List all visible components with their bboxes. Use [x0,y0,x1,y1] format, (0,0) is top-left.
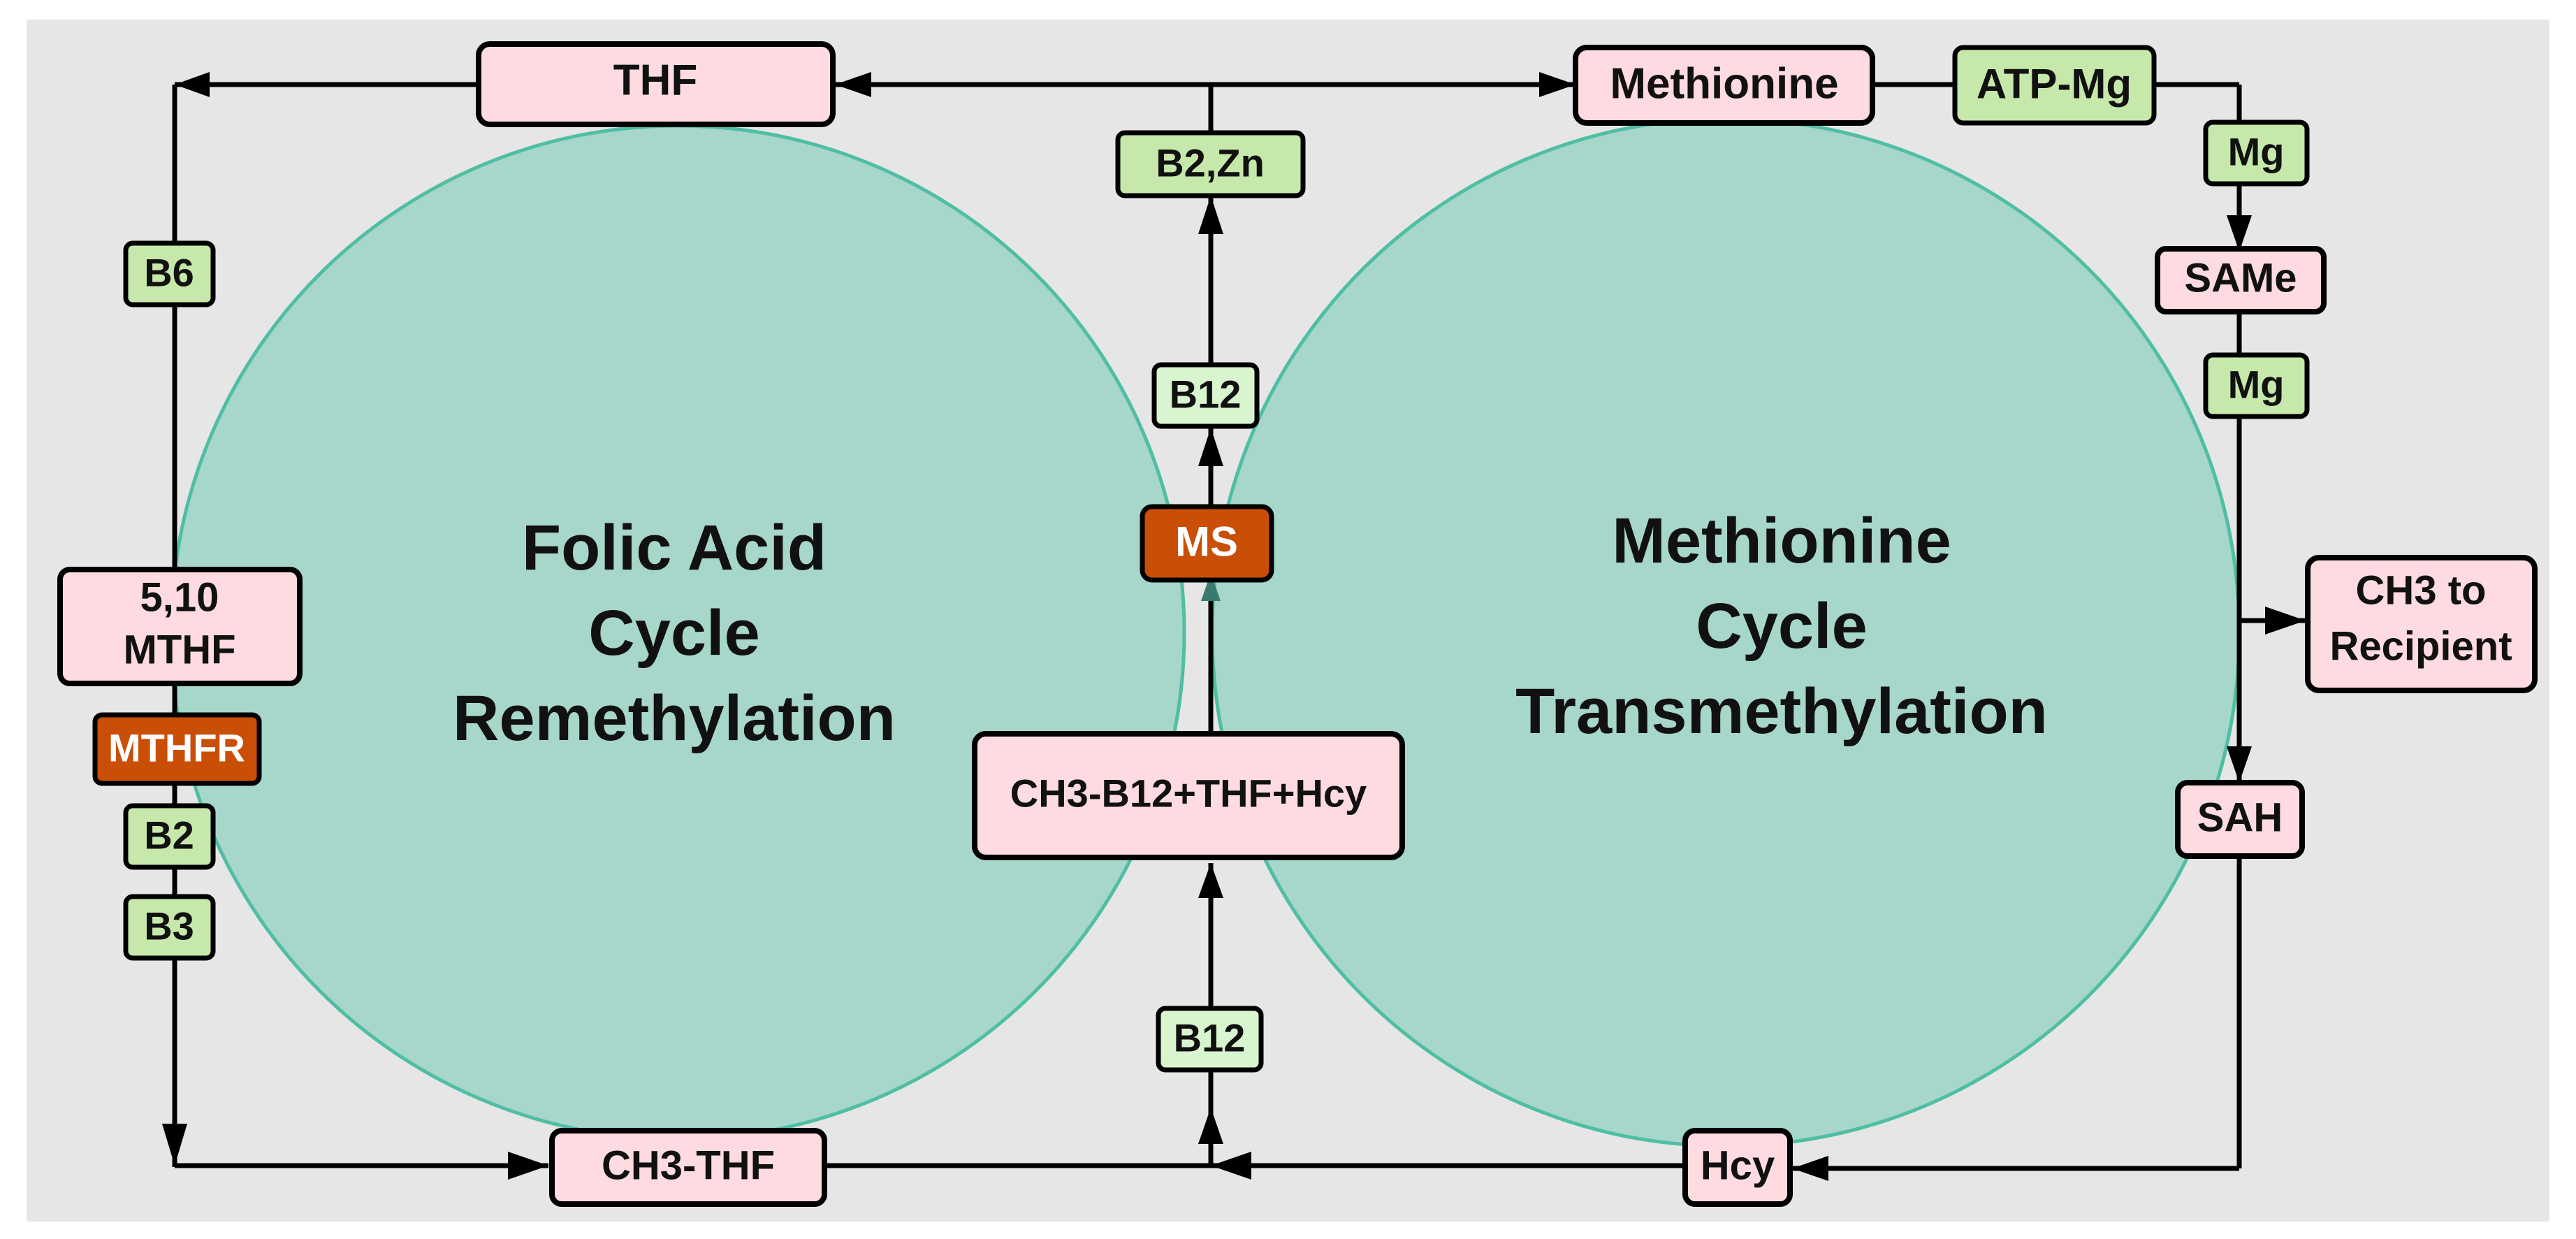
ms-box [1140,504,1274,583]
complex-box [972,731,1405,860]
arrowhead-to-b2zn [1198,196,1223,234]
mg-bottom-box [2203,352,2310,419]
ch3-thf-label: CH3-THF [602,1143,775,1189]
mg-bottom-label: Mg [2228,363,2285,407]
atp-mg-label: ATP-Mg [1977,61,2132,108]
thf-box [476,41,836,127]
methionine-cycle-line1: Methionine [1612,505,1951,577]
same-label: SAMe [2184,256,2297,301]
b3-box [123,894,216,961]
arrowhead-to-ms [1201,573,1221,601]
b6-label: B6 [144,251,194,295]
methionine-cycle-line3: Transmethylation [1515,676,2048,747]
mg-top-box [2203,119,2310,187]
metabolite-boxes [57,41,2538,1207]
box-labels: THF Methionine SAMe 5,10 MTHF CH3 to Rec… [108,57,2512,1189]
mthf-label-line1: 5,10 [140,575,219,621]
mthfr-label: MTHFR [108,726,245,770]
b12-top-label: B12 [1170,372,1242,416]
hcy-label: Hcy [1701,1143,1775,1189]
b12-bottom-label: B12 [1174,1016,1246,1060]
folic-cycle-line2: Cycle [588,597,760,669]
mthf-label-line2: MTHF [123,628,235,673]
b12-top-box [1151,362,1260,429]
b3-label: B3 [144,904,194,948]
arrowhead-to-b12-bottom [1198,1108,1223,1144]
ch3-recipient-box [2305,555,2538,693]
arrowhead-to-same [2227,215,2252,252]
arrowhead-to-hcy [1792,1156,1828,1181]
b12-bottom-box [1156,1006,1264,1073]
mthfr-box [92,712,262,786]
mthf-box [57,567,303,686]
arrowhead-to-recipient [2265,607,2306,635]
b2-zn-label: B2,Zn [1156,141,1265,185]
folic-cycle-line3: Remethylation [453,683,896,754]
complex-label: CH3-B12+THF+Hcy [1010,771,1367,816]
arrowheads [162,72,2306,1181]
hcy-box [1682,1128,1793,1207]
arrowhead-to-methionine [1539,72,1576,97]
folic-cycle-line1: Folic Acid [522,512,827,584]
methionine-cycle-label: Methionine Cycle Transmethylation [1515,505,2048,747]
arrowhead-to-bottom-corner [162,1124,187,1166]
ch3-recipient-label-line2: Recipient [2329,624,2512,669]
folic-acid-cycle-label: Folic Acid Cycle Remethylation [453,512,896,754]
arrowhead-to-b12-top [1198,428,1223,466]
b2-label: B2 [144,813,194,857]
arrowhead-to-ch3thf [508,1152,548,1180]
sah-box [2175,780,2305,859]
same-box [2155,246,2327,314]
methionine-label: Methionine [1610,60,1838,108]
cofactor-boxes [123,45,2310,1073]
b2-zn-box [1115,130,1306,198]
arrowhead-to-thf [835,72,871,97]
b2-box [123,803,216,870]
arrowhead-to-sah [2227,746,2252,783]
arrowhead-to-complex [1198,863,1223,898]
atp-mg-box [1952,45,2157,126]
ch3-recipient-label-line1: CH3 to [2356,568,2487,614]
b6-box [123,240,216,307]
methionine-box [1573,45,1875,126]
mg-top-label: Mg [2228,130,2285,174]
methionine-cycle-line2: Cycle [1696,590,1868,662]
thf-label: THF [613,57,698,105]
ch3-thf-box [549,1128,827,1207]
sah-label: SAH [2197,795,2283,841]
arrowhead-to-left-corner [175,72,210,97]
enzyme-boxes [92,504,1274,786]
ms-label: MS [1175,519,1238,565]
arrowhead-center-from-hcy [1211,1152,1251,1180]
